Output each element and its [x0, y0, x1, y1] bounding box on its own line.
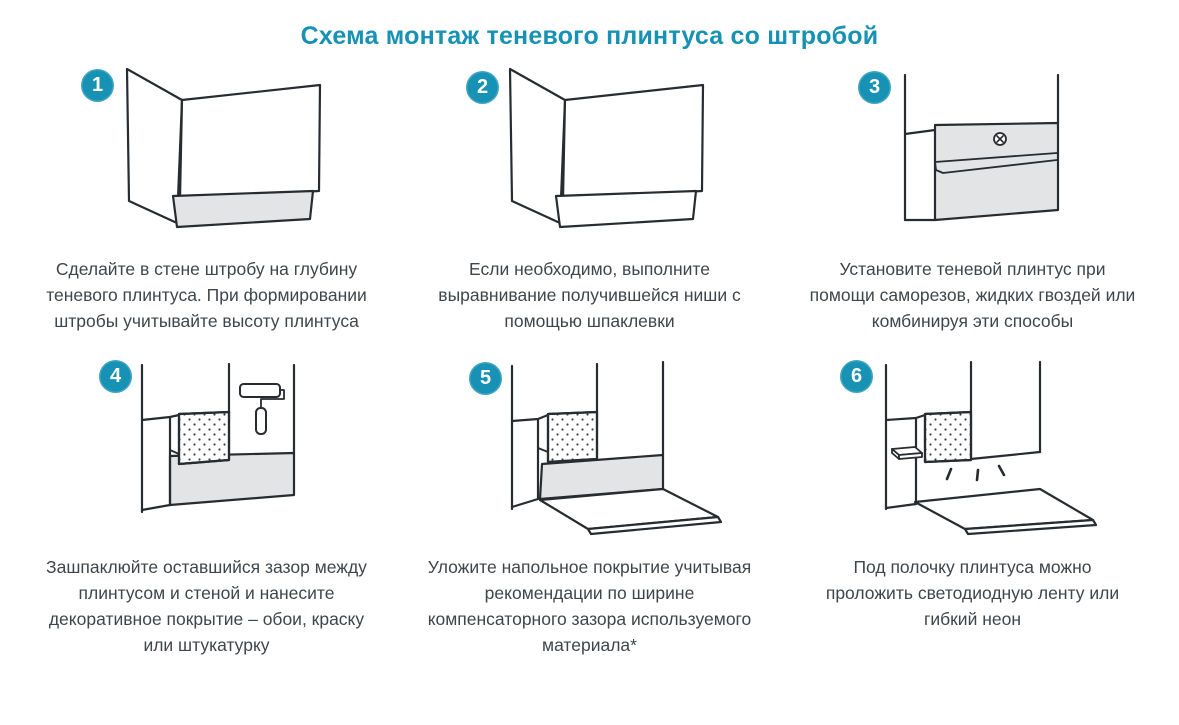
corner-return-bottom [140, 503, 171, 512]
step-number-badge: 5 [469, 362, 502, 395]
step-1-figure: 1 [19, 63, 394, 246]
step-2-figure: 2 [402, 63, 777, 246]
floor-slab-edge [963, 518, 1097, 536]
step-4-figure: 4 [19, 352, 394, 544]
led-light-rays-icon [945, 464, 1005, 482]
step-number-badge: 4 [99, 360, 132, 393]
puttied-niche-strip [554, 189, 697, 229]
plinth-fastened-with-screw-illustration [903, 73, 1059, 222]
screw-icon [992, 132, 1007, 146]
wall-corner-with-groove-illustration [125, 67, 321, 229]
right-wall [178, 83, 321, 201]
floor-slab-edge [586, 515, 722, 536]
step-card-1: 1 Сделайте в стене штробу на глубину тен… [19, 63, 394, 334]
step-5-figure: 5 [402, 352, 777, 544]
led-strip-under-plinth-shelf-illustration [884, 360, 1097, 536]
putty-patch-stipple [177, 410, 230, 466]
paint-roller-frame [259, 389, 285, 409]
wall-corner-niche-puttied-illustration [508, 67, 704, 229]
step-3-caption: Установите теневой плинтус при помощи са… [809, 259, 1136, 331]
plinth-shelf-top [933, 152, 1058, 163]
step-3-figure: 3 [785, 63, 1160, 246]
corner-return-top [140, 413, 180, 422]
paint-roller-handle [254, 407, 267, 435]
infographic-page: Схема монтаж теневого плинтуса со штробо… [0, 22, 1179, 658]
led-shelf [890, 446, 923, 460]
step-number-badge: 2 [466, 71, 499, 104]
plinth-shelf-bottom [933, 159, 1058, 174]
step-number-badge: 6 [840, 360, 873, 393]
right-wall [561, 83, 704, 201]
step-card-6: 6 [785, 352, 1160, 658]
step-card-3: 3 Установите теневой плинтус при помощи … [785, 63, 1160, 334]
corner-return-top [884, 413, 926, 422]
corner-return-top [510, 413, 549, 423]
step-6-figure: 6 [785, 352, 1160, 544]
plinth-top-line [969, 450, 1041, 461]
step-5-caption: Уложите напольное покрытие учитывая реко… [427, 557, 752, 655]
steps-grid: 1 Сделайте в стене штробу на глубину тен… [0, 63, 1179, 658]
step-card-4: 4 [19, 352, 394, 658]
corner-return-bottom [884, 502, 917, 510]
step-6-caption: Под полочку плинтуса можно проложить све… [825, 557, 1120, 629]
step-number-badge: 3 [858, 71, 891, 104]
putty-patch-stipple [923, 410, 972, 464]
corner-return-top [903, 128, 936, 136]
step-card-2: 2 Если необходимо, выполните выравнивани… [402, 63, 777, 334]
putty-patch-stipple [546, 410, 598, 464]
corner-return-bottom [510, 497, 539, 509]
paint-roller-icon [238, 383, 285, 435]
putty-gap-and-paint-roller-illustration [140, 362, 295, 514]
step-1-caption: Сделайте в стене штробу на глубину тенев… [46, 259, 367, 331]
floor-covering-laid-illustration [510, 360, 722, 536]
plinth-panel [933, 121, 1059, 222]
page-title: Схема монтаж теневого плинтуса со штробо… [300, 22, 879, 50]
step-number-badge: 1 [81, 69, 114, 102]
step-2-caption: Если необходимо, выполните выравнивание … [438, 259, 741, 331]
niche-corner-line [536, 447, 549, 453]
niche-corner-line [168, 449, 180, 455]
groove-strip [171, 189, 314, 229]
step-card-5: 5 Уложите напольное покрытие учитывая [402, 352, 777, 658]
step-4-caption: Зашпаклюйте оставшийся зазор между плинт… [46, 557, 367, 655]
